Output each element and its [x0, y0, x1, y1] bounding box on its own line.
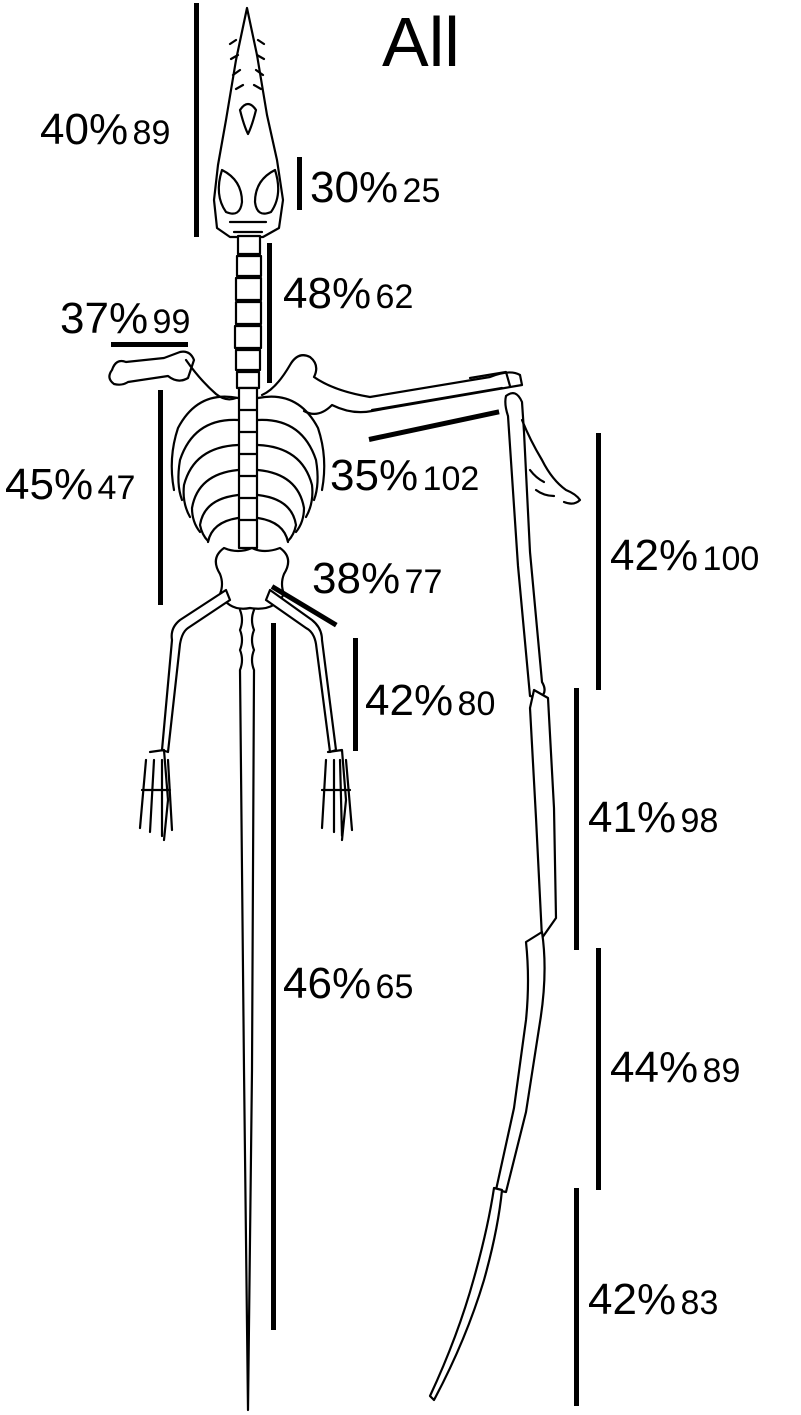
- wing-phalanx-1-percent: 42%: [610, 531, 699, 580]
- tail-count: 65: [375, 968, 414, 1006]
- forearm-percent: 35%: [330, 451, 419, 500]
- torso-bar: [158, 390, 163, 605]
- femur-count: 77: [404, 563, 443, 601]
- neck-drawing: [233, 234, 263, 390]
- wing-phalanx-4-percent: 42%: [588, 1275, 677, 1324]
- wing-phalanx-2-bar: [574, 688, 579, 950]
- skull-drawing: [212, 6, 285, 239]
- tail-drawing: [238, 608, 256, 1412]
- spine-drawing: [237, 386, 259, 550]
- wing-phalanx-1-count: 100: [702, 540, 760, 578]
- wing-finger-drawing: [428, 392, 582, 1402]
- skull-posterior-count: 25: [402, 172, 441, 210]
- tibia-bar: [353, 638, 358, 751]
- tibia-count: 80: [457, 685, 496, 723]
- neck-bar: [267, 243, 272, 383]
- neck-percent: 48%: [283, 269, 372, 318]
- left-humerus-drawing: [108, 350, 238, 401]
- forearm-label: 35% 102: [330, 454, 479, 498]
- skull-percent: 40%: [40, 105, 129, 154]
- wing-phalanx-2-count: 98: [680, 802, 719, 840]
- femur-percent: 38%: [312, 554, 401, 603]
- neck-label: 48% 62: [283, 272, 413, 316]
- wing-phalanx-4-count: 83: [680, 1284, 719, 1322]
- skull-count: 89: [132, 114, 171, 152]
- tail-percent: 46%: [283, 959, 372, 1008]
- right-leg-drawing: [264, 588, 354, 842]
- torso-percent: 45%: [5, 460, 94, 509]
- right-arm-drawing: [260, 354, 524, 416]
- figure-title: All: [382, 3, 460, 81]
- wing-phalanx-1-label: 42% 100: [610, 534, 759, 578]
- wing-phalanx-3-count: 89: [702, 1052, 741, 1090]
- neck-count: 62: [375, 278, 414, 316]
- wing-phalanx-4-bar: [574, 1188, 579, 1406]
- skull-bar: [194, 3, 199, 237]
- tibia-percent: 42%: [365, 676, 454, 725]
- torso-label: 45% 47: [5, 463, 135, 507]
- ribcage-drawing: [170, 395, 326, 544]
- wing-phalanx-3-label: 44% 89: [610, 1046, 740, 1090]
- tail-label: 46% 65: [283, 962, 413, 1006]
- skull-posterior-label: 30% 25: [310, 166, 440, 210]
- skull-posterior-bar: [297, 157, 302, 210]
- femur-label: 38% 77: [312, 557, 442, 601]
- wing-phalanx-3-percent: 44%: [610, 1043, 699, 1092]
- skull-label: 40% 89: [40, 108, 170, 152]
- torso-count: 47: [97, 469, 136, 507]
- humerus-bar: [111, 342, 188, 347]
- wing-phalanx-1-bar: [596, 433, 601, 690]
- tibia-label: 42% 80: [365, 679, 495, 723]
- wing-phalanx-3-bar: [596, 948, 601, 1190]
- left-leg-drawing: [138, 588, 232, 842]
- humerus-label: 37% 99: [60, 297, 190, 341]
- humerus-percent: 37%: [60, 294, 149, 343]
- forearm-count: 102: [422, 460, 480, 498]
- wing-phalanx-4-label: 42% 83: [588, 1278, 718, 1322]
- wing-phalanx-2-percent: 41%: [588, 793, 677, 842]
- humerus-count: 99: [152, 303, 191, 341]
- skull-posterior-percent: 30%: [310, 163, 399, 212]
- tail-bar: [271, 623, 276, 1330]
- wing-phalanx-2-label: 41% 98: [588, 796, 718, 840]
